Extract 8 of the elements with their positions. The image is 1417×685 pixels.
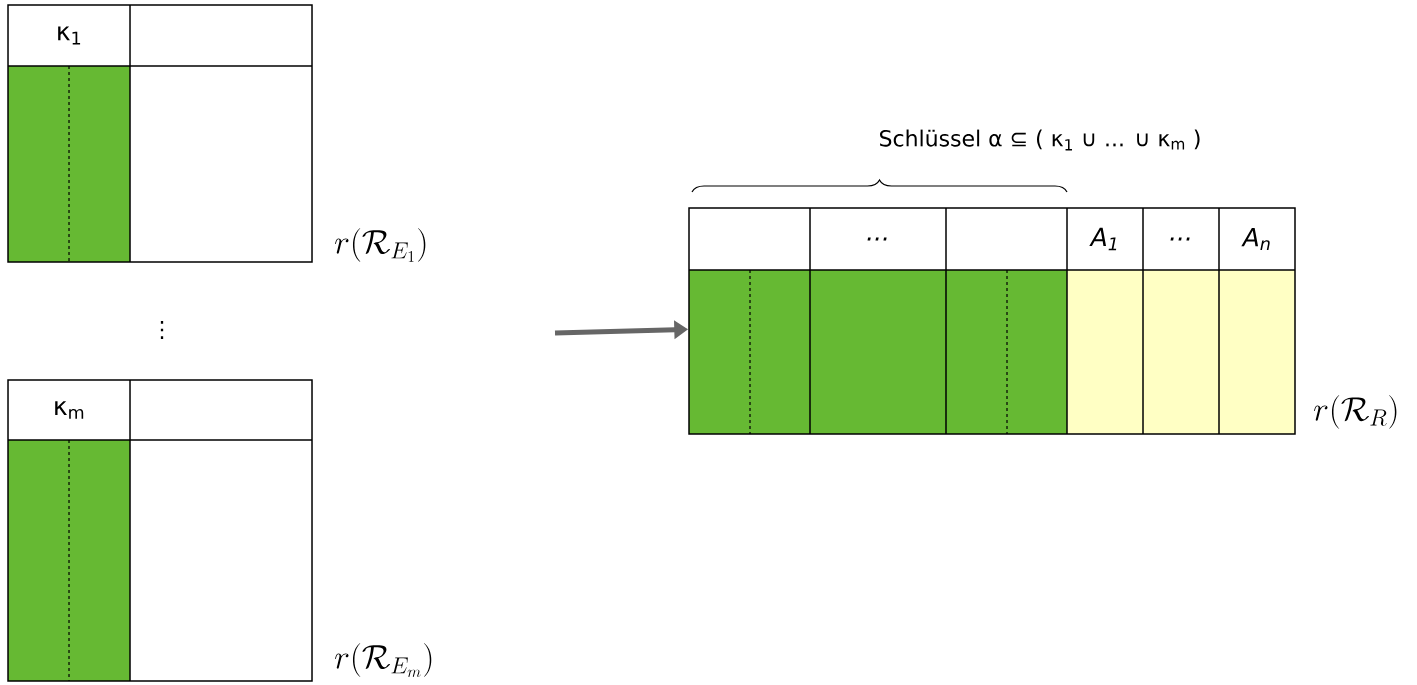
relation-label: $r(\mathcal{R}_{E_1})$ <box>335 228 426 262</box>
table: ... A$_{1}$ ... A$_{n}$ <box>688 207 1296 435</box>
table: κ$_{1}$ <box>7 4 313 263</box>
vertical-dots: ⋮ <box>160 321 164 339</box>
relation-label: $r(\mathcal{R}_R)$ <box>1314 395 1397 429</box>
table: κ$_{m}$ <box>7 379 313 682</box>
relation-label: $r(\mathcal{R}_{E_m})$ <box>335 643 432 677</box>
key-label: Schlüssel α ⊆ ( κ$_{1}$ ∪ ... ∪ κ$_{m}$ ) <box>880 129 1200 151</box>
